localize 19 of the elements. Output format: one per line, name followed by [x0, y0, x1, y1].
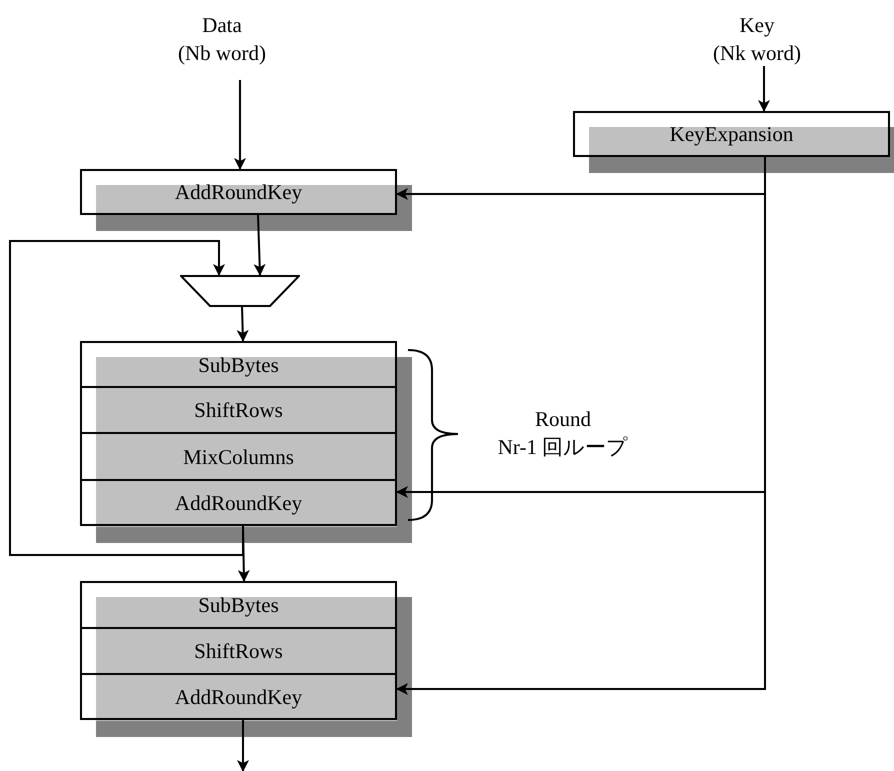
process-box: KeyExpansion [573, 111, 890, 157]
arrow [237, 720, 249, 771]
arrow [234, 80, 246, 170]
process-box: SubBytes [80, 581, 397, 629]
loop-label: Round Nr-1 回ループ [496, 406, 630, 461]
process-box: AddRoundKey [80, 169, 397, 215]
input-label: Data (Nb word) [178, 12, 266, 67]
arrow [758, 66, 770, 112]
process-box: AddRoundKey [80, 479, 397, 526]
process-box: AddRoundKey [80, 673, 397, 720]
input-label: Key (Nk word) [712, 12, 802, 67]
arrow [9, 240, 244, 556]
process-box: ShiftRows [80, 627, 397, 675]
process-box: SubBytes [80, 341, 397, 388]
process-box: ShiftRows [80, 386, 397, 434]
arrow [236, 306, 249, 342]
arrow [254, 214, 266, 276]
process-box: MixColumns [80, 432, 397, 481]
arrow [238, 526, 250, 582]
